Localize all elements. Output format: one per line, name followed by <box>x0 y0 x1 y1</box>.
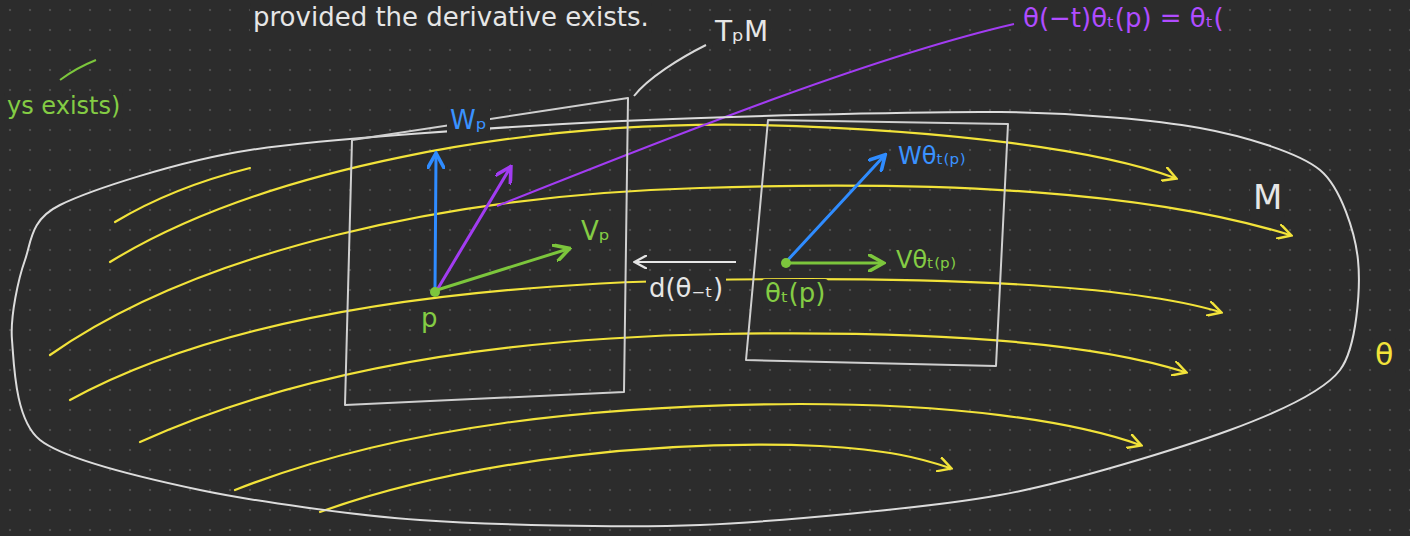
flow-symbol: θ <box>1372 338 1396 373</box>
leader-line <box>634 45 706 96</box>
manifold-region-border <box>12 112 1359 526</box>
integral-curve <box>50 186 1290 355</box>
flow-lines <box>50 125 1290 512</box>
vector-arrow <box>437 249 568 290</box>
tangent-plane-border <box>345 98 628 405</box>
vector-label: Wₚ <box>447 106 490 136</box>
integral-curve <box>110 125 1175 262</box>
manifold-label: M <box>1250 178 1285 217</box>
point-dot <box>781 258 791 268</box>
integral-curve <box>140 333 1185 442</box>
vector-arrow <box>435 155 436 290</box>
leader-line <box>497 24 1014 206</box>
integral-curve <box>115 168 250 222</box>
integral-curve <box>320 445 950 512</box>
vector-label: Vθₜ₍ₚ₎ <box>893 247 959 275</box>
map-arrow <box>636 261 736 263</box>
tangent-plane: TₚMWₚVₚp <box>342 92 632 410</box>
tangent-plane-border <box>746 120 1008 366</box>
vectors <box>435 155 884 290</box>
point-label: θₜ(p) <box>762 279 828 309</box>
formula-text: θ(−t)θₜ(p) = θₜ( <box>1020 4 1227 34</box>
note-text: provided the derivative exists. <box>250 3 652 33</box>
manifold-region: TₚMWₚVₚpWθₜ₍ₚ₎Vθₜ₍ₚ₎θₜ(p)M <box>10 108 1366 530</box>
point-label: p <box>418 304 441 334</box>
point-dot <box>430 287 440 297</box>
note-text: ys exists) <box>4 93 123 121</box>
check-mark <box>60 60 96 80</box>
tangent-plane-outline <box>740 115 1012 371</box>
tangent-plane-outline <box>342 92 632 410</box>
vector-label: Vₚ <box>578 217 613 247</box>
space-label: TₚM <box>712 16 771 48</box>
manifold-region-outline <box>10 108 1366 530</box>
vector-arrow <box>786 156 884 262</box>
tangent-plane: Wθₜ₍ₚ₎ Vθₜ₍ₚ₎ θₜ(p) <box>740 115 1012 371</box>
vector-arrow <box>786 262 882 265</box>
map-label: d(θ₋ₜ) <box>646 274 726 304</box>
vector-label: Wθₜ₍ₚ₎ <box>895 143 969 171</box>
